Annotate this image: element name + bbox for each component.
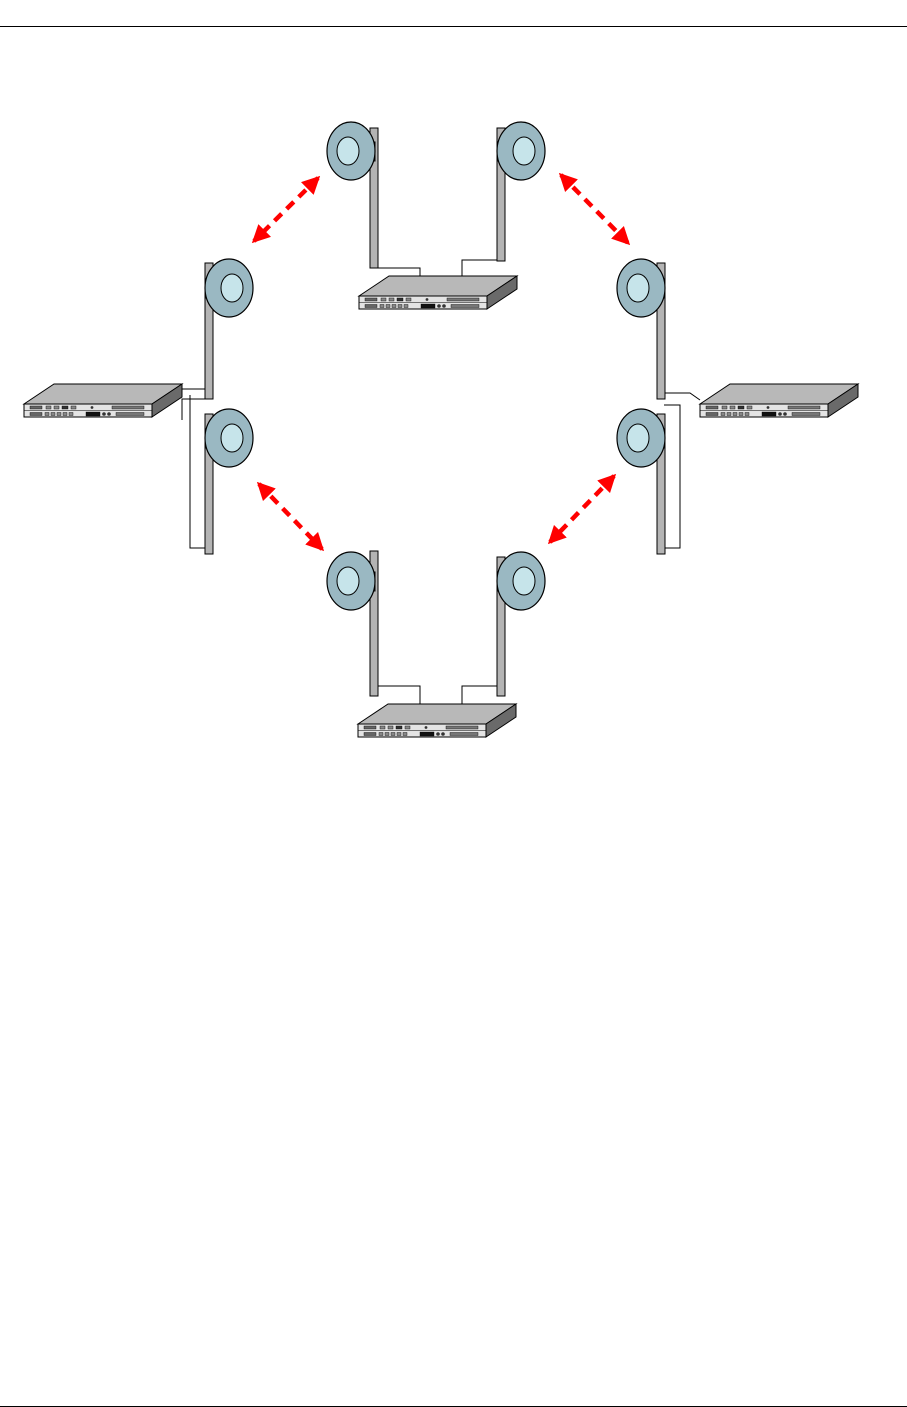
- dish-antenna-icon: [617, 259, 665, 317]
- rack-server-icon: [358, 704, 516, 737]
- cables: [170, 260, 700, 704]
- dish-antenna-icon: [617, 409, 665, 467]
- dish-antenna-icon: [205, 259, 253, 317]
- dish-antenna-icon: [327, 122, 375, 180]
- dish-antenna-icon: [327, 552, 375, 610]
- rack-server-icon: [700, 384, 858, 417]
- wireless-links: [254, 175, 628, 549]
- rack-server-icon: [24, 384, 182, 417]
- dish-antenna-icon: [497, 122, 545, 180]
- dish-antenna-icon: [497, 552, 545, 610]
- rack-server-icon: [359, 276, 517, 309]
- dish-antenna-icon: [205, 409, 253, 467]
